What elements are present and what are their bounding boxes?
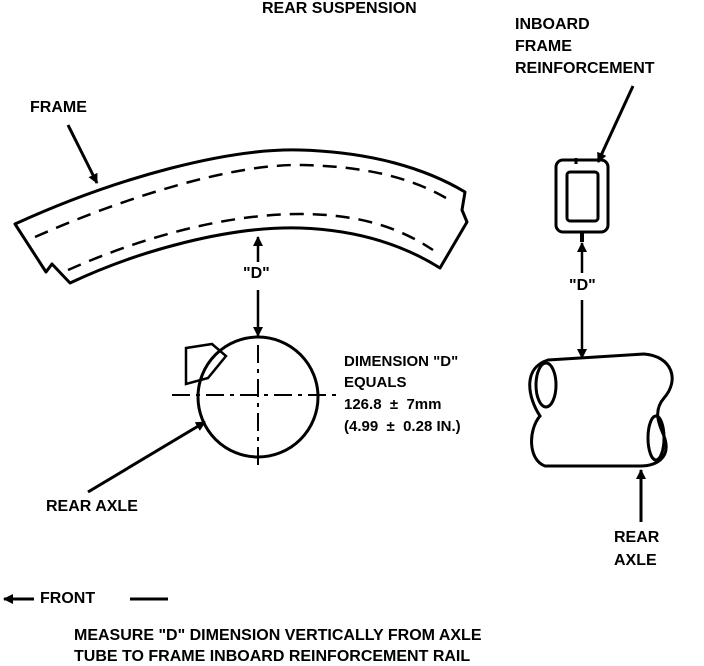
frame-leader xyxy=(66,124,99,184)
caption-line2: TUBE TO FRAME INBOARD REINFORCEMENT RAIL xyxy=(74,648,471,665)
dimension-text-line2: EQUALS xyxy=(344,374,407,391)
d-label-right: "D" xyxy=(569,277,596,294)
dimension-text-line4: (4.99 ± 0.28 IN.) xyxy=(344,418,461,435)
inboard-label-line2: FRAME xyxy=(515,38,572,55)
caption-line1: MEASURE "D" DIMENSION VERTICALLY FROM AX… xyxy=(74,627,482,644)
left-axle-section xyxy=(172,335,338,470)
dimension-text-line3: 126.8 ± 7mm xyxy=(344,396,442,413)
inboard-label-line1: INBOARD xyxy=(515,16,590,33)
rear-axle-left-label: REAR AXLE xyxy=(46,498,138,515)
rear-axle-right-label-line2: AXLE xyxy=(614,552,657,569)
frame-dashed-upper xyxy=(34,163,447,239)
right-axle-tube xyxy=(528,352,674,468)
inboard-label-line3: REINFORCEMENT xyxy=(515,60,655,77)
diagram-title: REAR SUSPENSION xyxy=(262,0,417,17)
d-label-left: "D" xyxy=(243,265,270,282)
frame-outline xyxy=(13,148,469,285)
rear-axle-right-label-line1: REAR xyxy=(614,529,660,546)
reinforcement-inner xyxy=(565,170,600,223)
axle-tube-body xyxy=(528,352,674,468)
dimension-text-line1: DIMENSION "D" xyxy=(344,353,459,370)
axle-tube-end-right xyxy=(646,414,666,462)
inboard-leader xyxy=(596,85,635,163)
rear-axle-left-leader xyxy=(87,420,206,494)
frame-dashed-lower xyxy=(67,212,434,272)
axle-tube-end-left xyxy=(534,361,558,409)
reinforcement-section xyxy=(554,158,610,242)
axle-bracket xyxy=(184,342,228,386)
frame-rail xyxy=(13,148,469,285)
frame-label: FRAME xyxy=(30,99,87,116)
front-label: FRONT xyxy=(40,590,96,607)
